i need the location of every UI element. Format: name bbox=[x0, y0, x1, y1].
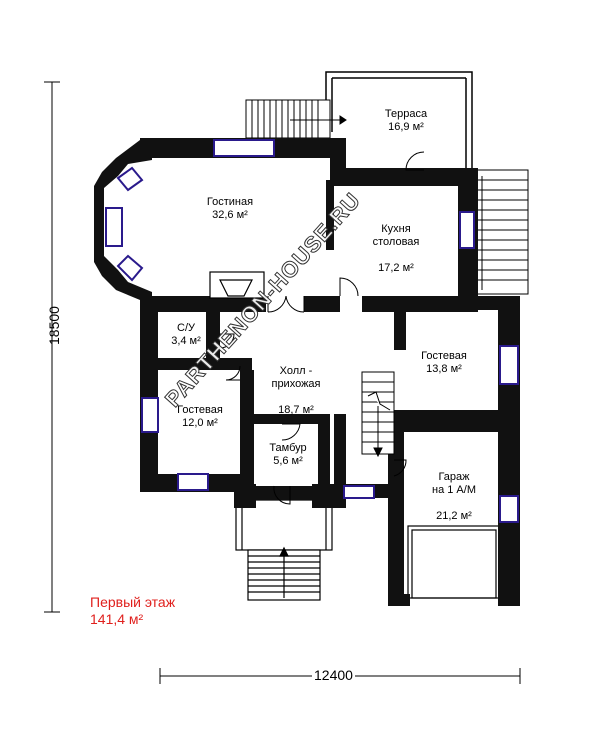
room-area: 17,2 м² bbox=[378, 262, 414, 274]
room-area: 5,6 м² bbox=[273, 455, 303, 467]
side-stairs bbox=[475, 169, 529, 295]
walls bbox=[94, 138, 520, 606]
room-vestibule: Тамбур 5,6 м² bbox=[256, 442, 320, 468]
room-garage: Гараж на 1 А/М 21,2 м² bbox=[414, 458, 494, 536]
fireplace bbox=[209, 271, 265, 299]
room-area: 13,8 м² bbox=[426, 363, 462, 375]
room-name: Гостевая bbox=[421, 350, 467, 362]
room-area: 16,9 м² bbox=[388, 121, 424, 133]
room-name: Гостиная bbox=[206, 196, 254, 208]
windows bbox=[105, 139, 519, 523]
floor-title: Первый этаж bbox=[90, 594, 176, 610]
room-guest-left: Гостевая 12,0 м² bbox=[160, 404, 240, 430]
floor-label: Первый этаж 141,4 м² bbox=[90, 594, 175, 628]
room-wc: С/У 3,4 м² bbox=[156, 322, 216, 348]
floor-area: 141,4 м² bbox=[90, 611, 144, 627]
room-name: Гостевая bbox=[177, 404, 223, 416]
room-name: С/У bbox=[177, 322, 195, 334]
room-hall: Холл - прихожая 18,7 м² bbox=[256, 352, 336, 430]
room-guest-right: Гостевая 13,8 м² bbox=[404, 350, 484, 376]
width-dimension-label: 12400 bbox=[312, 667, 355, 683]
room-living: Гостиная 32,6 м² bbox=[190, 196, 270, 222]
room-area: 18,7 м² bbox=[278, 404, 314, 416]
room-terrace: Терраса 16,9 м² bbox=[366, 108, 446, 134]
room-area: 32,6 м² bbox=[212, 209, 248, 221]
room-area: 12,0 м² bbox=[182, 417, 218, 429]
room-kitchen: Кухня столовая 17,2 м² bbox=[356, 210, 436, 288]
terrace-stairs bbox=[245, 99, 347, 139]
front-porch bbox=[235, 499, 333, 601]
room-name: Кухня столовая bbox=[372, 223, 420, 248]
room-name: Тамбур bbox=[269, 442, 307, 454]
room-area: 21,2 м² bbox=[436, 510, 472, 522]
height-dimension-label: 18500 bbox=[46, 306, 62, 345]
interior-stairs bbox=[361, 371, 395, 458]
room-name: Холл - прихожая bbox=[271, 365, 321, 390]
room-name: Гараж на 1 А/М bbox=[432, 471, 476, 496]
room-name: Терраса bbox=[384, 108, 428, 120]
doors bbox=[219, 151, 425, 505]
garage-door bbox=[407, 525, 501, 599]
room-area: 3,4 м² bbox=[171, 335, 201, 347]
